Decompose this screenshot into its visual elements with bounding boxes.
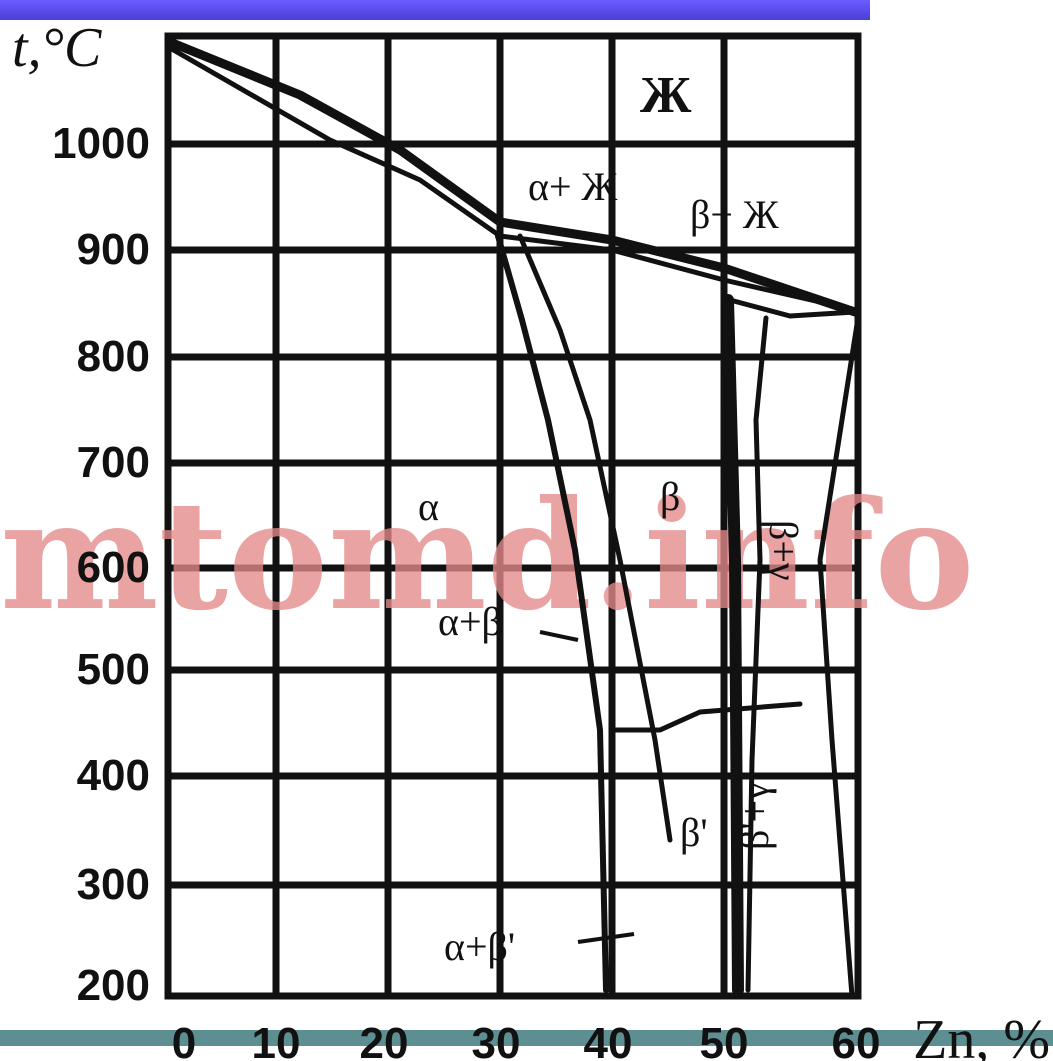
x-tick-60: 60 bbox=[832, 1019, 881, 1061]
plot-frame bbox=[164, 32, 862, 1000]
phase-label-alpha: α bbox=[418, 484, 439, 529]
y-axis-title: t,°C bbox=[12, 17, 102, 79]
beta-gamma-right-line bbox=[817, 315, 861, 999]
y-tick-400: 400 bbox=[77, 751, 150, 800]
liquidus-line bbox=[165, 37, 860, 317]
phase-label-alpha-beta: α+β bbox=[438, 599, 502, 644]
x-tick-0: 0 bbox=[172, 1019, 196, 1061]
y-tick-1000: 1000 bbox=[52, 119, 150, 168]
x-tick-50: 50 bbox=[700, 1019, 749, 1061]
y-tick-300: 300 bbox=[77, 860, 150, 909]
x-tick-40: 40 bbox=[584, 1019, 633, 1061]
x-tick-20: 20 bbox=[360, 1019, 409, 1061]
phase-label-beta-prime-gamma: β'+γ bbox=[732, 782, 777, 850]
x-tick-30: 30 bbox=[472, 1019, 521, 1061]
y-tick-600: 600 bbox=[77, 543, 150, 592]
y-tick-800: 800 bbox=[77, 332, 150, 381]
top-accent-band bbox=[0, 0, 870, 20]
phase-label-beta-prime: β' bbox=[680, 810, 708, 855]
phase-label-alpha-beta-prime: α+β' bbox=[444, 924, 515, 969]
bottom-accent-band bbox=[0, 1030, 1053, 1046]
alpha-beta-prime-pointer bbox=[577, 932, 635, 944]
y-tick-200: 200 bbox=[77, 961, 150, 1010]
peritectic-line bbox=[727, 297, 858, 319]
watermark: mtomd.info bbox=[0, 468, 975, 644]
alpha-beta-pointer bbox=[539, 630, 579, 642]
phase-label-liquid: Ж bbox=[640, 67, 692, 124]
y-tick-500: 500 bbox=[77, 645, 150, 694]
phase-label-beta-liquid: β+ Ж bbox=[690, 192, 779, 237]
phase-label-beta-gamma: β+γ bbox=[761, 520, 806, 581]
alpha-solvus-line bbox=[495, 233, 609, 993]
ordering-line bbox=[609, 701, 803, 733]
y-tick-900: 900 bbox=[77, 225, 150, 274]
x-axis-title: Zn, % bbox=[913, 1009, 1050, 1061]
beta-gamma-left-line bbox=[722, 294, 744, 996]
phase-boundaries bbox=[165, 37, 861, 999]
phase-label-alpha-liquid: α+ Ж bbox=[528, 164, 618, 209]
gamma-mid-line bbox=[745, 315, 769, 993]
beta-boundary-line bbox=[517, 233, 673, 843]
y-tick-700: 700 bbox=[77, 438, 150, 487]
phase-label-beta: β bbox=[660, 474, 680, 519]
x-tick-10: 10 bbox=[252, 1019, 301, 1061]
